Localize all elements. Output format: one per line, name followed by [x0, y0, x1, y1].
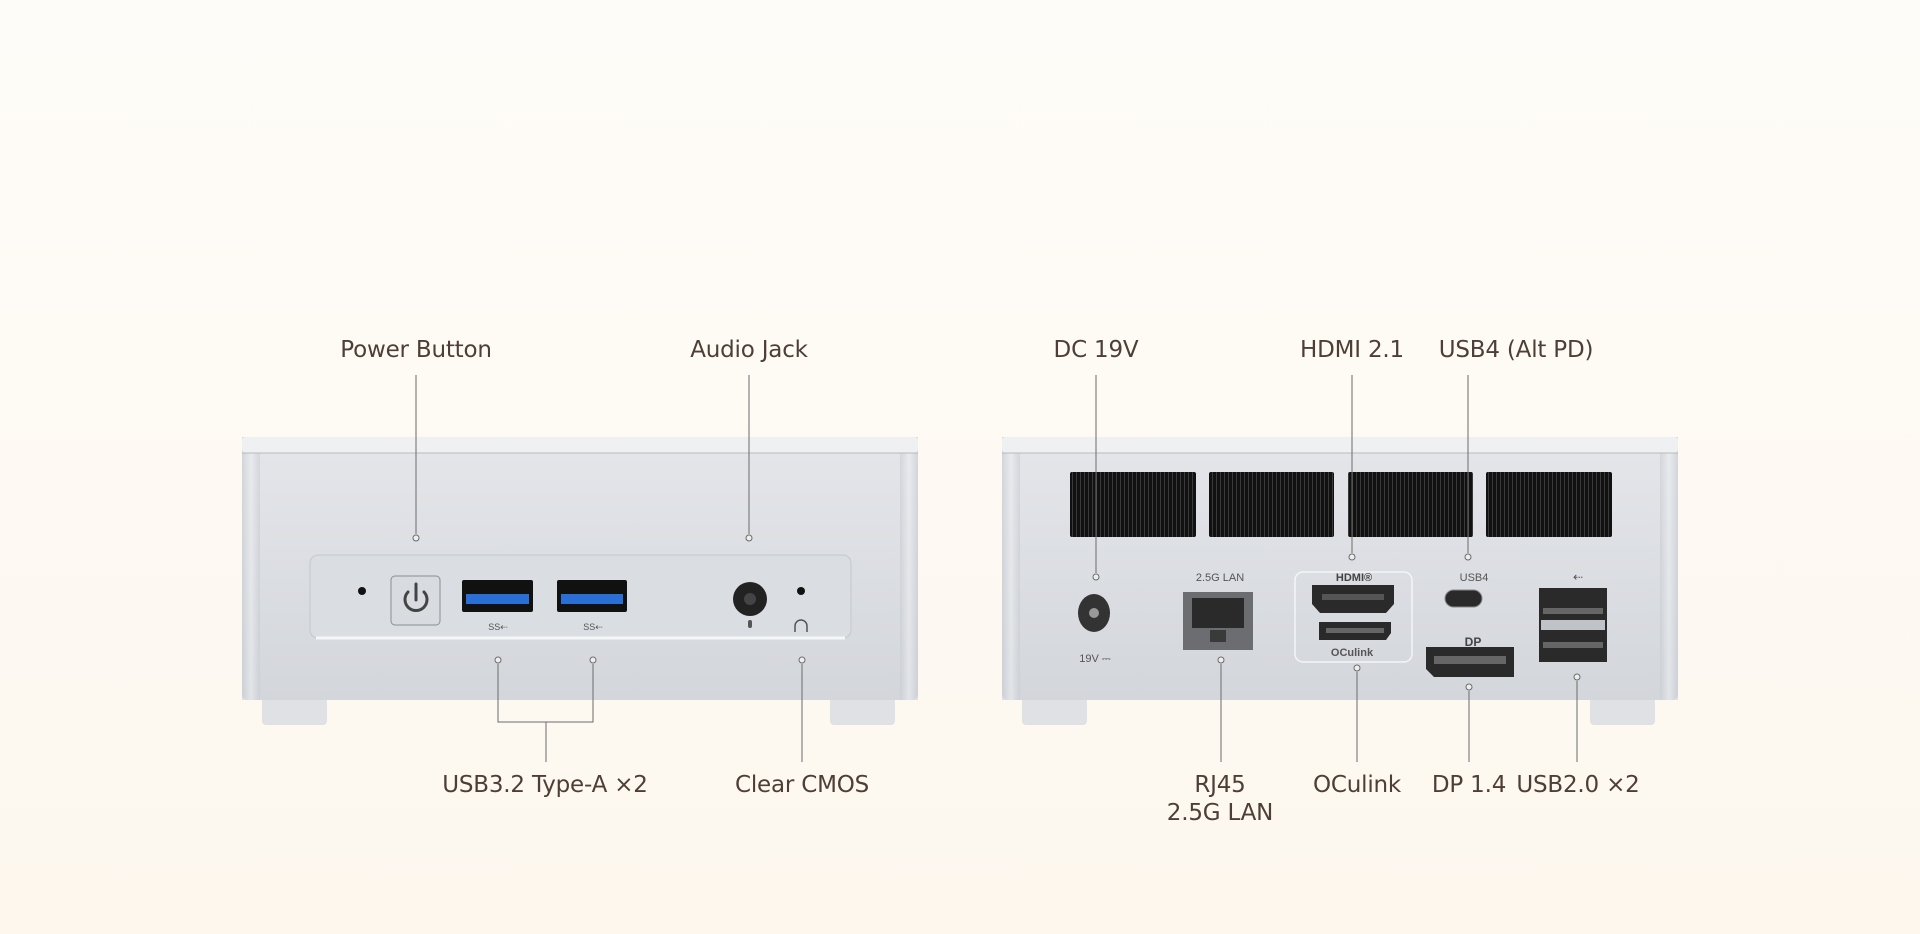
- displayport-port: [1426, 647, 1514, 677]
- callout-dot: [1464, 553, 1472, 561]
- callout-dot: [1348, 553, 1356, 561]
- label-power-button: Power Button: [340, 337, 492, 363]
- audio-jack: [733, 582, 767, 616]
- label-dc: DC 19V: [1053, 337, 1139, 363]
- lan-mark: 2.5G LAN: [1196, 572, 1244, 584]
- label-rj45-line1: RJ45: [1194, 772, 1246, 798]
- label-usb4: USB4 (Alt PD): [1438, 337, 1594, 363]
- usb-ss-mark: SS⇠: [488, 622, 508, 632]
- hdmi-logo: HDMI®: [1336, 572, 1372, 584]
- vent: [1486, 472, 1612, 537]
- lid: [1002, 437, 1678, 453]
- lid: [242, 437, 918, 453]
- usb2-ports: [1539, 588, 1607, 662]
- usb-icon: ⇠: [1573, 570, 1583, 584]
- usb-a-port: [557, 580, 627, 612]
- oculink-mark: OCulink: [1331, 647, 1374, 659]
- usb-ss-mark: SS⇠: [583, 622, 603, 632]
- callout-dot: [412, 534, 420, 542]
- label-oculink: OCulink: [1312, 772, 1402, 798]
- callout-dot: [494, 656, 502, 664]
- label-dp: DP 1.4: [1431, 772, 1507, 798]
- callout-dot: [589, 656, 597, 664]
- foot: [1022, 695, 1087, 725]
- callout-dot: [745, 534, 753, 542]
- dc-jack: [1078, 594, 1110, 632]
- usb-c-port: [1444, 589, 1483, 608]
- rj45-port: [1183, 592, 1253, 650]
- label-usb32: USB3.2 Type-A ×2: [442, 772, 648, 798]
- callout-dot: [1573, 673, 1581, 681]
- usb-a-port: [462, 580, 533, 612]
- label-audio-jack: Audio Jack: [690, 337, 808, 363]
- label-hdmi: HDMI 2.1: [1300, 337, 1404, 363]
- front-device: SS⇠ SS⇠: [242, 437, 918, 725]
- label-usb20: USB2.0 ×2: [1516, 772, 1640, 798]
- vent: [1209, 472, 1334, 537]
- headphone-icon: [794, 619, 808, 632]
- power-icon: [403, 582, 429, 612]
- hdmi-oculink-frame: [1294, 571, 1413, 663]
- foot: [830, 695, 895, 725]
- usb-bracket: [497, 664, 594, 762]
- foot: [1590, 695, 1655, 725]
- callout-dot: [1217, 656, 1225, 664]
- vent: [1348, 472, 1473, 537]
- foot: [262, 695, 327, 725]
- oculink-port: [1319, 622, 1391, 640]
- microphone-icon: [748, 620, 752, 628]
- callout-dot: [1353, 664, 1361, 672]
- callout-dot: [798, 656, 806, 664]
- clear-cmos-hole: [797, 587, 805, 595]
- label-clear-cmos: Clear CMOS: [734, 772, 870, 798]
- led-indicator: [358, 587, 366, 595]
- dc-mark: 19V ⎓: [1079, 653, 1111, 665]
- label-rj45-line2: 2.5G LAN: [1166, 800, 1274, 826]
- hdmi-port: [1312, 585, 1394, 613]
- label-rj45: RJ45 2.5G LAN: [1166, 771, 1274, 827]
- callout-dot: [1465, 683, 1473, 691]
- usb4-mark: USB4: [1460, 572, 1489, 584]
- callout-lines: [412, 375, 1581, 762]
- callout-dot: [1092, 573, 1100, 581]
- dp-mark: DP: [1465, 635, 1482, 649]
- vent: [1070, 472, 1196, 537]
- rear-device: 19V ⎓ 2.5G LAN HDMI® OCulink USB4 DP ⇠: [1002, 437, 1678, 725]
